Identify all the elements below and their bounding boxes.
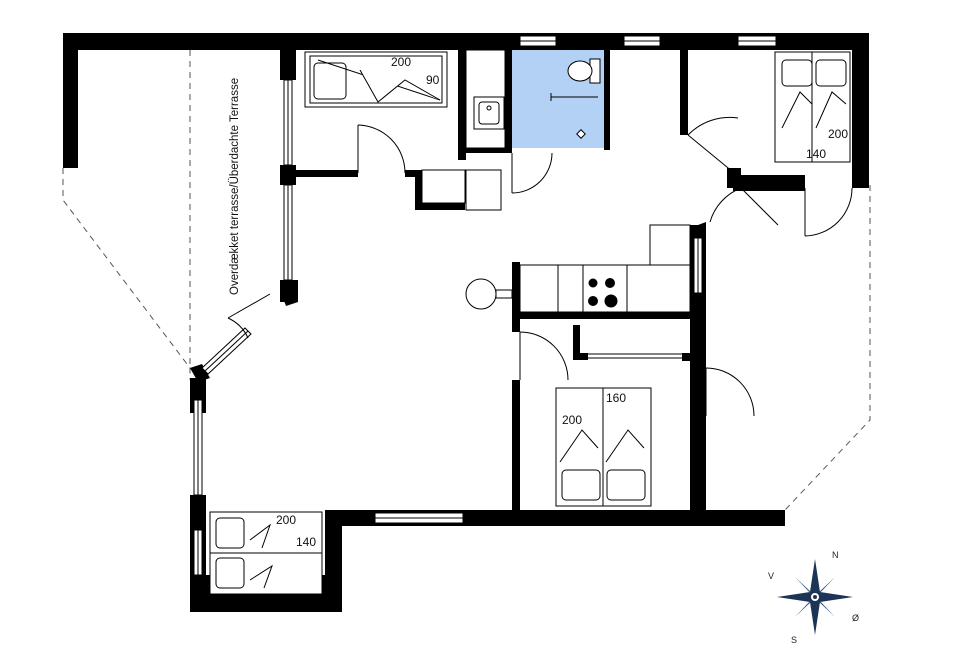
bed-ne-length-label: 200: [828, 127, 848, 141]
bed-ne-width-label: 140: [806, 147, 826, 161]
bed-sw-width-label: 140: [296, 535, 316, 549]
compass-north: N: [832, 550, 839, 560]
bunk-bed-top: [304, 51, 448, 108]
compass-west: V: [768, 571, 774, 581]
terrace-outline: [62, 50, 871, 511]
bed-ne: [774, 51, 851, 163]
bed-center: [555, 387, 652, 507]
stove: [588, 278, 618, 308]
bed-center-length-label: 200: [562, 413, 582, 427]
round-table: [465, 278, 497, 310]
terrace-label: Overdækket terrasse/Überdachte Terrasse: [229, 78, 241, 295]
compass-rose: [777, 559, 853, 635]
wardrobe-rail: [588, 353, 682, 359]
bed-center-width-label: 160: [606, 391, 626, 405]
bed-sw-length-label: 200: [276, 513, 296, 527]
bed-top-length-label: 200: [391, 55, 411, 69]
bed-sw: [209, 511, 323, 595]
doors: [227, 116, 853, 417]
bed-top-width-label: 90: [426, 73, 440, 87]
fixtures: [421, 49, 691, 313]
windows: [193, 35, 777, 576]
compass-east: Ø: [852, 613, 859, 623]
compass-south: S: [791, 635, 797, 645]
